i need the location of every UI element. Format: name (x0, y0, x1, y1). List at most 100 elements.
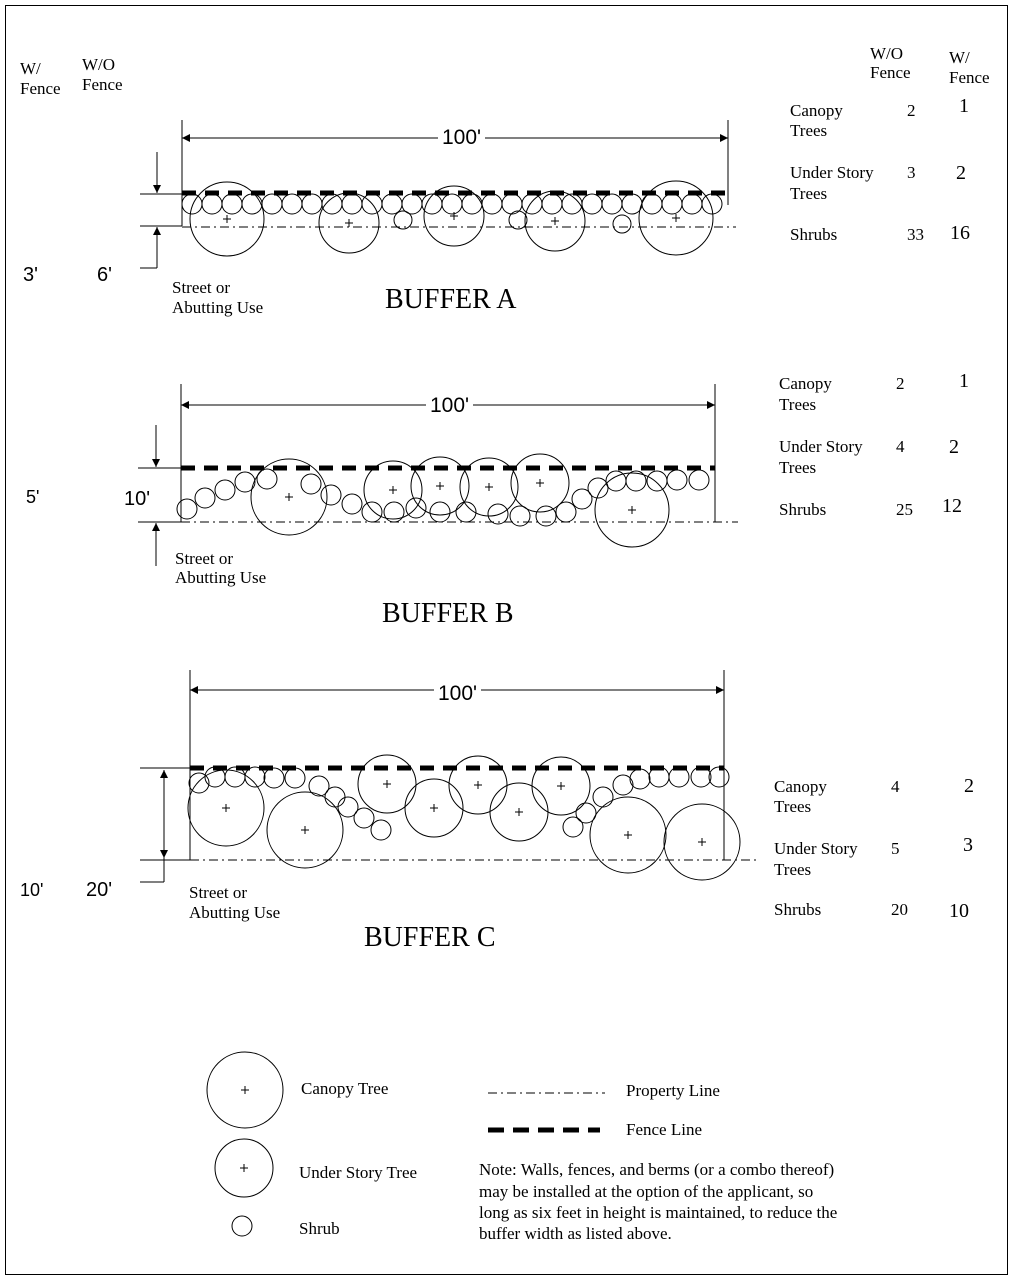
buffer-b-length-label: 100' (426, 395, 474, 416)
buffer-b-shrub (300, 473, 322, 495)
buffer-a-shrubs-without-fence: 33 (907, 225, 924, 244)
buffer-c-shrub (562, 816, 584, 838)
note-line-2: may be installed at the option of the ap… (479, 1182, 814, 1201)
buffer-b-shrub (587, 477, 609, 499)
buffer-c-canopy-tree-center-mark (698, 838, 706, 846)
buffer-b-shrubs-without-fence: 25 (896, 500, 913, 519)
buffer-a-shrub (441, 193, 463, 215)
buffer-b-shrubs-with-fence: 12 (942, 495, 962, 517)
buffer-c-under-story-tree-center-mark (557, 782, 565, 790)
buffer-b-shrub (320, 484, 342, 506)
buffer-b-understory-without-fence: 4 (896, 437, 905, 456)
buffer-b-shrub (688, 469, 710, 491)
buffer-a-shrub (201, 193, 223, 215)
buffer-a-canopy-tree-center-mark (223, 215, 231, 223)
buffer-c-street-label-2: Abutting Use (189, 903, 281, 922)
buffer-a-length-label: 100' (438, 127, 486, 148)
buffer-c-canopy-tree-center-mark (222, 804, 230, 812)
buffer-b-street-label-1: Street or (175, 549, 234, 568)
buffer-b-shrub (405, 497, 427, 519)
note-line-1: Note: Walls, fences, and berms (or a com… (479, 1160, 835, 1179)
buffer-b-canopy-label-2: Trees (779, 395, 817, 414)
buffer-a-understory-label-2: Trees (790, 184, 828, 203)
buffer-b-understory-label-1: Under Story (779, 437, 863, 456)
buffer-a-shrub (421, 193, 443, 215)
buffer-c-shrubs-label: Shrubs (774, 900, 822, 919)
note-line-3: long as six feet in height is maintained… (479, 1203, 838, 1222)
buffer-b-width-without-fence: 10' (124, 488, 151, 510)
legend-canopy-tree-symbol (206, 1051, 284, 1129)
buffer-c-shrub (324, 786, 346, 808)
buffer-a-street-label-2: Abutting Use (172, 298, 264, 317)
buffer-b-shrub (341, 493, 363, 515)
buffer-a-understory-without-fence: 3 (907, 163, 916, 182)
buffer-b-width-with-fence: 5' (26, 487, 40, 507)
buffer-a-canopy-label-1: Canopy (790, 101, 843, 120)
buffer-c-shrub (308, 775, 330, 797)
buffer-c-understory-label-2: Trees (774, 860, 812, 879)
buffer-a-under-story-tree (423, 185, 485, 247)
buffer-b-under-story-tree-center-mark (436, 482, 444, 490)
buffer-a-under-story-tree-center-mark (345, 219, 353, 227)
buffer-c-under-story-tree-center-mark (515, 808, 523, 816)
buffer-c-under-story-tree (448, 755, 508, 815)
buffer-a-shrub (241, 193, 263, 215)
buffer-c-street-label-1: Street or (189, 883, 248, 902)
buffer-a-shrub (261, 193, 283, 215)
right-without-fence-label-1: W/O (870, 44, 904, 63)
buffer-a-shrub (481, 193, 503, 215)
right-with-fence-label-2: Fence (949, 68, 990, 87)
buffer-c-canopy-tree (589, 796, 667, 874)
buffer-b-street-label-2: Abutting Use (175, 568, 267, 587)
buffer-a-shrub (541, 193, 563, 215)
buffer-a-shrub (301, 193, 323, 215)
buffer-a-width-with-fence: 3' (23, 264, 38, 286)
right-with-fence-label-1: W/ (949, 48, 970, 67)
buffer-a-canopy-tree (638, 180, 714, 256)
buffer-a-title: BUFFER A (385, 284, 517, 315)
right-without-fence-label-2: Fence (870, 63, 911, 82)
buffer-b-shrub (625, 470, 647, 492)
buffer-c-under-story-tree-center-mark (474, 781, 482, 789)
buffer-c-shrubs-without-fence: 20 (891, 900, 908, 919)
buffer-b-shrub (666, 469, 688, 491)
buffer-a-shrub (581, 193, 603, 215)
buffer-b-under-story-tree (363, 460, 423, 520)
buffer-b-shrubs-label: Shrubs (779, 500, 827, 519)
buffer-b-shrub (571, 488, 593, 510)
buffer-a-shrub (221, 193, 243, 215)
buffer-c-canopy-tree (663, 803, 741, 881)
left-with-fence-label-2: Fence (20, 79, 61, 98)
buffer-a-width-without-fence: 6' (97, 264, 112, 286)
buffer-b-shrub (361, 501, 383, 523)
legend-shrub-label: Shrub (299, 1219, 340, 1238)
buffer-b-shrub (234, 471, 256, 493)
buffer-b-shrub (509, 505, 531, 527)
buffer-c-under-story-tree-center-mark (430, 804, 438, 812)
buffer-c-title: BUFFER C (364, 922, 496, 953)
legend-under-story-tree-symbol (214, 1138, 274, 1198)
buffer-b-canopy-with-fence: 1 (959, 370, 969, 392)
buffer-c-under-story-tree (531, 756, 591, 816)
buffer-c-understory-label-1: Under Story (774, 839, 858, 858)
legend-fence-line-label: Fence Line (626, 1120, 702, 1139)
buffer-b-under-story-tree-center-mark (485, 483, 493, 491)
buffer-a-canopy-tree (189, 181, 265, 257)
plant-symbols (176, 180, 741, 1237)
buffer-c-canopy-with-fence: 2 (964, 775, 974, 797)
buffer-a-shrub (181, 193, 203, 215)
buffer-b-canopy-tree-center-mark (285, 493, 293, 501)
buffer-c-shrub (244, 766, 266, 788)
buffer-a-understory-with-fence: 2 (956, 162, 966, 184)
buffer-a-under-story-tree-center-mark (551, 217, 559, 225)
buffer-a-understory-label-1: Under Story (790, 163, 874, 182)
buffer-a-under-story-tree-center-mark (450, 212, 458, 220)
buffer-c-canopy-label-1: Canopy (774, 777, 827, 796)
legend-canopy-tree-symbol-center-mark (241, 1086, 249, 1094)
buffer-a-canopy-tree-center-mark (672, 214, 680, 222)
buffer-a-canopy-with-fence: 1 (959, 95, 969, 117)
buffer-b-shrub (429, 501, 451, 523)
buffer-a-shrub (381, 193, 403, 215)
buffer-b-canopy-label-1: Canopy (779, 374, 832, 393)
